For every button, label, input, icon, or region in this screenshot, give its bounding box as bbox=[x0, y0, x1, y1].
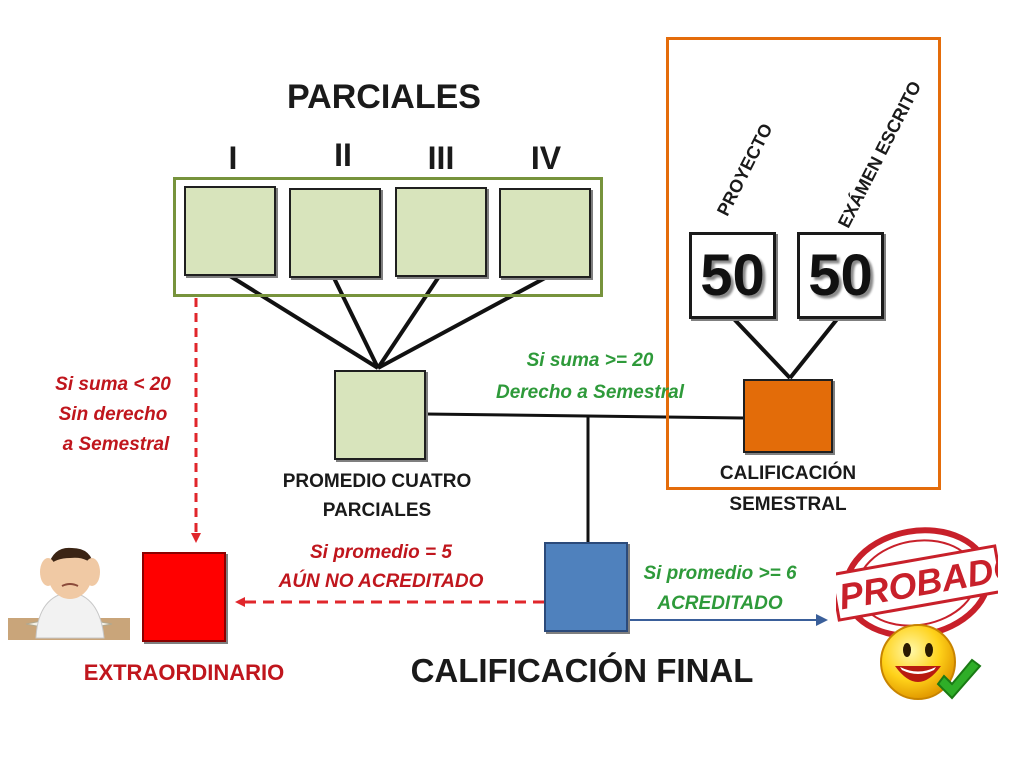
note-suma-menor-line2: Sin derecho bbox=[58, 404, 168, 425]
proyecto-score: 50 bbox=[700, 243, 765, 308]
parciales-title: PARCIALES bbox=[287, 78, 481, 116]
parcial-box-3 bbox=[395, 187, 487, 277]
note-promedio5-line2: AÚN NO ACREDITADO bbox=[278, 571, 484, 592]
parcial-box-1 bbox=[184, 186, 276, 276]
note-suma-menor-line3: a Semestral bbox=[62, 434, 170, 455]
line-promedio-semestral bbox=[424, 412, 744, 420]
semestral-caption-line1: CALIFICACIÓN bbox=[719, 463, 857, 484]
parcial-label-4: IV bbox=[530, 140, 562, 176]
examen-score-box: 50 bbox=[797, 232, 884, 319]
semestral-caption-line2: SEMESTRAL bbox=[729, 494, 847, 515]
line-parcial-3 bbox=[376, 276, 440, 370]
promedio-caption-line2: PARCIALES bbox=[322, 500, 432, 521]
semestral-frame bbox=[666, 37, 941, 490]
parcial-label-3: III bbox=[427, 140, 455, 176]
promedio-box bbox=[334, 370, 426, 460]
parciales-frame bbox=[173, 177, 603, 297]
line-parcial-4 bbox=[377, 276, 546, 370]
stressed-student-illustration bbox=[8, 547, 130, 640]
parcial-label-1: I bbox=[228, 140, 238, 176]
note-suma-mayor-line2: Derecho a Semestral bbox=[496, 382, 684, 403]
smiley-checkmark-icon bbox=[880, 624, 982, 700]
note-suma-mayor-line1: Si suma >= 20 bbox=[526, 350, 654, 371]
parcial-box-4 bbox=[499, 188, 591, 278]
proyecto-score-box: 50 bbox=[689, 232, 776, 319]
note-promedio5-line1: Si promedio = 5 bbox=[309, 542, 453, 563]
examen-score: 50 bbox=[808, 243, 873, 308]
line-parcial-2 bbox=[332, 277, 380, 369]
parcial-box-2 bbox=[289, 188, 381, 278]
note-suma-menor-line1: Si suma < 20 bbox=[55, 374, 171, 395]
line-examen bbox=[788, 316, 840, 380]
note-promedio6-line1: Si promedio >= 6 bbox=[643, 563, 797, 584]
note-promedio6-line2: ACREDITADO bbox=[657, 593, 783, 614]
final-box bbox=[544, 542, 628, 632]
line-proyecto bbox=[731, 316, 792, 380]
semestral-box bbox=[743, 379, 833, 453]
line-parcial-1 bbox=[228, 274, 380, 370]
extraordinario-label: EXTRAORDINARIO bbox=[83, 660, 285, 685]
parcial-label-2: II bbox=[334, 137, 352, 173]
promedio-caption-line1: PROMEDIO CUATRO bbox=[282, 471, 472, 492]
final-label: CALIFICACIÓN FINAL bbox=[410, 652, 754, 689]
aprobado-stamp: APROBADO bbox=[836, 527, 998, 639]
extraordinario-box bbox=[142, 552, 226, 642]
